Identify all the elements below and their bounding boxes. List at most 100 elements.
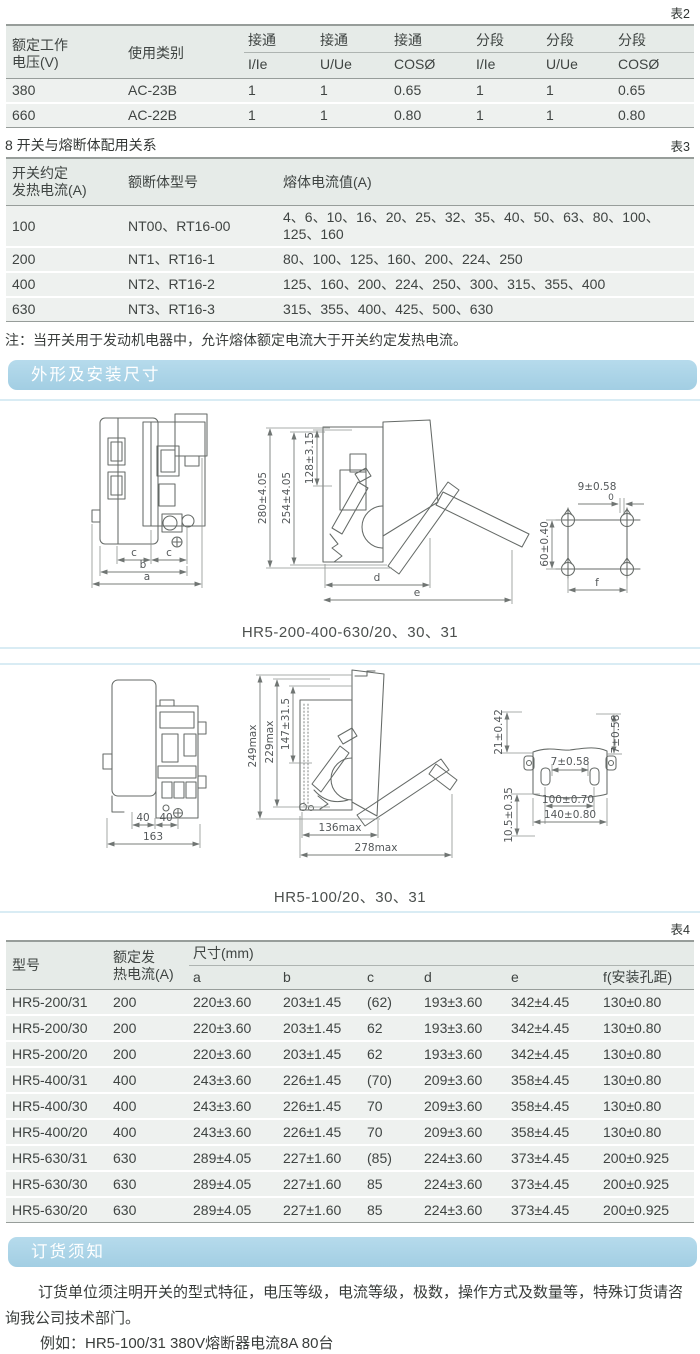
cell: 130±0.80 — [603, 1019, 662, 1036]
cell: 400 — [113, 1071, 137, 1088]
cell: 220±3.60 — [193, 993, 252, 1010]
switching-performance-table: 额定工作 电压(V) 使用类别 接通 接通 接通 分段 分段 分段 I/Ie U… — [6, 24, 694, 128]
extension-lines — [106, 674, 622, 858]
dim-label: 40 — [159, 812, 172, 824]
header-cell: e — [507, 965, 599, 990]
table-row: 660 AC-22B 1 1 0.80 1 1 0.80 — [6, 103, 694, 128]
dim-label: 9±0.58 — [578, 481, 617, 493]
extension-lines — [91, 427, 628, 604]
cell: 193±3.60 — [424, 1019, 483, 1036]
table-row: HR5-630/20 630 289±4.05 227±1.60 85 224±… — [6, 1197, 695, 1223]
table3-label: 表3 — [670, 140, 690, 154]
header-cell: 开关约定 发热电流(A) — [6, 158, 124, 206]
dim-label: 249max — [247, 725, 259, 768]
cell: 226±1.45 — [283, 1071, 342, 1088]
cell: 373±4.45 — [511, 1149, 570, 1166]
dim-label: a — [144, 571, 150, 583]
cell: AC-22B — [128, 107, 178, 123]
table-row: HR5-200/31 200 220±3.60 203±1.45 (62) 19… — [6, 989, 695, 1015]
divider — [0, 911, 700, 913]
order-instructions: 订货单位须注明开关的型式特征，电压等级，电流等级，极数，操作方式及数量等，特殊订… — [5, 1284, 684, 1327]
header-cell: c — [363, 965, 420, 990]
cell: 220±3.60 — [193, 1019, 252, 1036]
header-cell: 分段 — [542, 25, 614, 53]
cell: AC-23B — [128, 82, 178, 98]
dimension-annotations: c c b a 280±4.05 254±4.05 128±3.15 d e 9… — [92, 428, 644, 603]
order-section-bar: 订货须知 — [8, 1237, 697, 1267]
table2-label: 表2 — [670, 7, 690, 21]
cell: 130±0.80 — [603, 1097, 662, 1114]
cell: 100 — [12, 217, 36, 234]
cell: 630 — [113, 1175, 137, 1192]
cell: 0.80 — [394, 107, 422, 123]
dim-label: c — [131, 547, 137, 559]
header-cell: COSØ — [614, 52, 694, 79]
header-cell: 分段 — [472, 25, 542, 53]
dim-label: 40 — [136, 812, 149, 824]
cell: (62) — [367, 993, 392, 1010]
cell: 1 — [320, 107, 328, 123]
header-cell: U/Ue — [542, 52, 614, 79]
cell: HR5-200/30 — [12, 1019, 88, 1036]
cell: 209±3.60 — [424, 1097, 483, 1114]
cell: HR5-630/31 — [12, 1149, 88, 1166]
cell: 373±4.45 — [511, 1201, 570, 1218]
cell: 209±3.60 — [424, 1123, 483, 1140]
cell: 630 — [113, 1149, 137, 1166]
cell: HR5-630/20 — [12, 1201, 88, 1218]
cell: (85) — [367, 1149, 392, 1166]
cell: 130±0.80 — [603, 1071, 662, 1088]
table-row: HR5-200/30 200 220±3.60 203±1.45 62 193±… — [6, 1015, 695, 1041]
cell: 373±4.45 — [511, 1175, 570, 1192]
dim-label: 10.5±0.35 — [503, 787, 515, 843]
cell: 193±3.60 — [424, 1045, 483, 1062]
divider — [0, 663, 700, 665]
cell: NT2、RT16-2 — [128, 276, 215, 292]
dim-label: 140±0.80 — [544, 809, 596, 821]
header-cell: I/Ie — [472, 52, 542, 79]
cell: 243±3.60 — [193, 1123, 252, 1140]
cell: 200±0.925 — [603, 1201, 670, 1218]
cell: 289±4.05 — [193, 1201, 252, 1218]
drawing2-caption: HR5-100/20、30、31 — [273, 889, 427, 906]
datasheet-page: { "colors": { "bar_blue": "#a9d2e6", "ha… — [0, 7, 700, 1352]
cell: 193±3.60 — [424, 993, 483, 1010]
cell: 380 — [12, 82, 36, 98]
cell: HR5-400/20 — [12, 1123, 88, 1140]
header-cell: 额定发 热电流(A) — [109, 941, 189, 990]
cell: 203±1.45 — [283, 993, 342, 1010]
dim-label: 100±0.70 — [542, 794, 594, 806]
fuse-note: 注：当开关用于发动机电器中，允许熔体额定电流大于开关约定发热电流。 — [5, 332, 467, 348]
dim-label: 278max — [355, 842, 398, 854]
dim-label: 128±3.15 — [304, 432, 316, 484]
fuse-section-heading: 8 开关与熔断体配用关系 — [5, 137, 157, 153]
table-row: HR5-630/30 630 289±4.05 227±1.60 85 224±… — [6, 1171, 695, 1197]
dim-label: d — [374, 572, 381, 584]
cell: HR5-200/20 — [12, 1045, 88, 1062]
dim-label: c — [166, 547, 172, 559]
cell: 400 — [12, 276, 36, 292]
mounting-bracket-view — [523, 747, 617, 799]
cell: 227±1.60 — [283, 1175, 342, 1192]
cell: 70 — [367, 1097, 383, 1114]
order-example: 例如：HR5-100/31 380V熔断器电流8A 80台 — [40, 1335, 334, 1352]
side-view — [298, 669, 458, 827]
cell: 342±4.45 — [511, 1045, 570, 1062]
dim-label: 280±4.05 — [257, 472, 269, 524]
header-cell: 熔体电流值(A) — [279, 158, 694, 206]
cell: 227±1.60 — [283, 1149, 342, 1166]
dim-label: 136max — [319, 822, 362, 834]
header-cell: 额断体型号 — [124, 158, 279, 206]
table-header-row: 型号 额定发 热电流(A) 尺寸(mm) — [6, 941, 695, 990]
dim-label: 147±31.5 — [280, 698, 292, 750]
cell: 1 — [248, 82, 256, 98]
cell: 0.80 — [618, 107, 646, 123]
cell: 342±4.45 — [511, 993, 570, 1010]
header-cell: d — [420, 965, 507, 990]
cell: HR5-200/31 — [12, 993, 88, 1010]
cell: 630 — [113, 1201, 137, 1218]
table-row: 380 AC-23B 1 1 0.65 1 1 0.65 — [6, 78, 694, 103]
table-row: HR5-400/31 400 243±3.60 226±1.45 (70) 20… — [6, 1067, 695, 1093]
dim-label: e — [414, 587, 420, 599]
header-cell: 分段 — [614, 25, 694, 53]
